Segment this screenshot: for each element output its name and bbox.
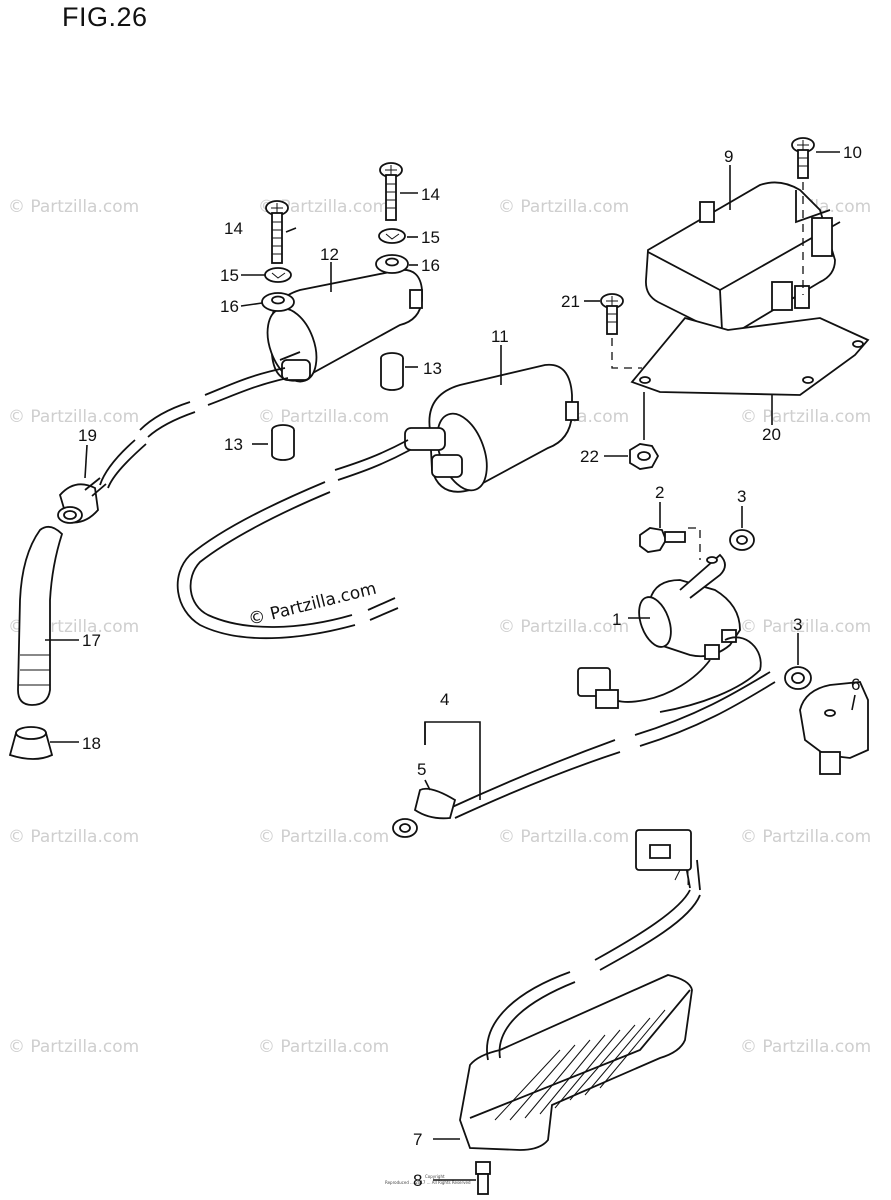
callouts: 14 14 15 15 16 16 12 11 13 13 19 17 18 9… [78,143,862,1190]
washer-16-right [375,254,409,274]
watermark: © Partzilla.com [8,197,139,217]
callout-17: 17 [82,631,101,650]
hv-lead-12 [99,367,289,489]
callout-12: 12 [320,245,339,264]
callout-16: 16 [421,256,440,275]
spacer-13-right [380,352,404,391]
ground-lead-4 [392,671,776,838]
callout-18: 18 [82,734,101,753]
watermark: © Partzilla.com [740,827,871,847]
bolt-2 [639,527,686,553]
plug-cap-17 [17,525,64,706]
dash-line [611,338,642,369]
ignition-coil-11 [404,363,579,493]
hv-lead-11 [176,439,411,640]
callout-7: 7 [413,1130,422,1149]
igniter-unit-9 [645,181,841,335]
bolt-10 [791,137,815,179]
dash-line [688,527,701,560]
watermark: © Partzilla.com [8,827,139,847]
copyright-text: © Partzilla.com [246,579,378,630]
callout-10: 10 [843,143,862,162]
spacer-13-left [271,424,295,461]
nut-3-lower [784,666,812,690]
callout-1: 1 [612,610,621,629]
regulator-harness [486,829,701,1061]
washer-16-left [261,292,295,312]
washer-15-left [264,267,292,283]
copyright-stamp: Copyright Reproduced ... 2017 ... All Ri… [385,1174,471,1185]
stamp-line-2: Reproduced ... 2017 ... All Rights Reser… [385,1180,471,1185]
figure-title: FIG.26 [62,2,148,32]
watermark: © Partzilla.com [258,827,389,847]
callout-13: 13 [224,435,243,454]
watermark: © Partzilla.com [740,407,871,427]
watermark: © Partzilla.com [258,1037,389,1057]
starter-relay-1 [599,553,762,713]
callout-15: 15 [220,266,239,285]
bolt-14-left [265,200,289,264]
callout-8: 8 [413,1171,422,1190]
callout-16: 16 [220,297,239,316]
plug-cap-19 [57,477,107,524]
watermark: © Partzilla.com [498,617,629,637]
watermark: © Partzilla.com [258,197,389,217]
callout-9: 9 [724,147,733,166]
watermark: © Partzilla.com [8,1037,139,1057]
stamp-line-1: Copyright [425,1174,445,1179]
copyright-note: © Partzilla.com [246,579,378,630]
watermark: © Partzilla.com [258,407,389,427]
callout-15: 15 [421,228,440,247]
watermark: © Partzilla.com [498,197,629,217]
watermark: © Partzilla.com [498,827,629,847]
nut-22 [629,443,660,470]
nut-3-upper [729,529,755,551]
callout-22: 22 [580,447,599,466]
regulator-rectifier-7 [459,974,693,1151]
watermark: © Partzilla.com [740,1037,871,1057]
connector-4pin [577,667,619,709]
callout-20: 20 [762,425,781,444]
watermark: © Partzilla.com [740,617,871,637]
leader-lines [45,151,856,1181]
callout-2: 2 [655,483,664,502]
bolt-8 [475,1161,491,1195]
callout-11: 11 [491,327,509,346]
callout-4: 4 [440,690,449,709]
callout-14: 14 [224,219,243,238]
terminal-cover-6 [799,681,869,775]
callout-19: 19 [78,426,97,445]
callout-13: 13 [423,359,442,378]
bolt-21 [600,293,624,335]
callout-5: 5 [417,760,426,779]
seal-18 [8,726,54,760]
callout-6: 6 [851,675,860,694]
callout-3: 3 [793,615,802,634]
callout-21: 21 [561,292,580,311]
washer-15-right [378,228,406,244]
bracket-20 [630,316,870,396]
bolt-14-right [379,162,403,221]
callout-3: 3 [737,487,746,506]
watermark: © Partzilla.com [8,407,139,427]
callout-14: 14 [421,185,440,204]
